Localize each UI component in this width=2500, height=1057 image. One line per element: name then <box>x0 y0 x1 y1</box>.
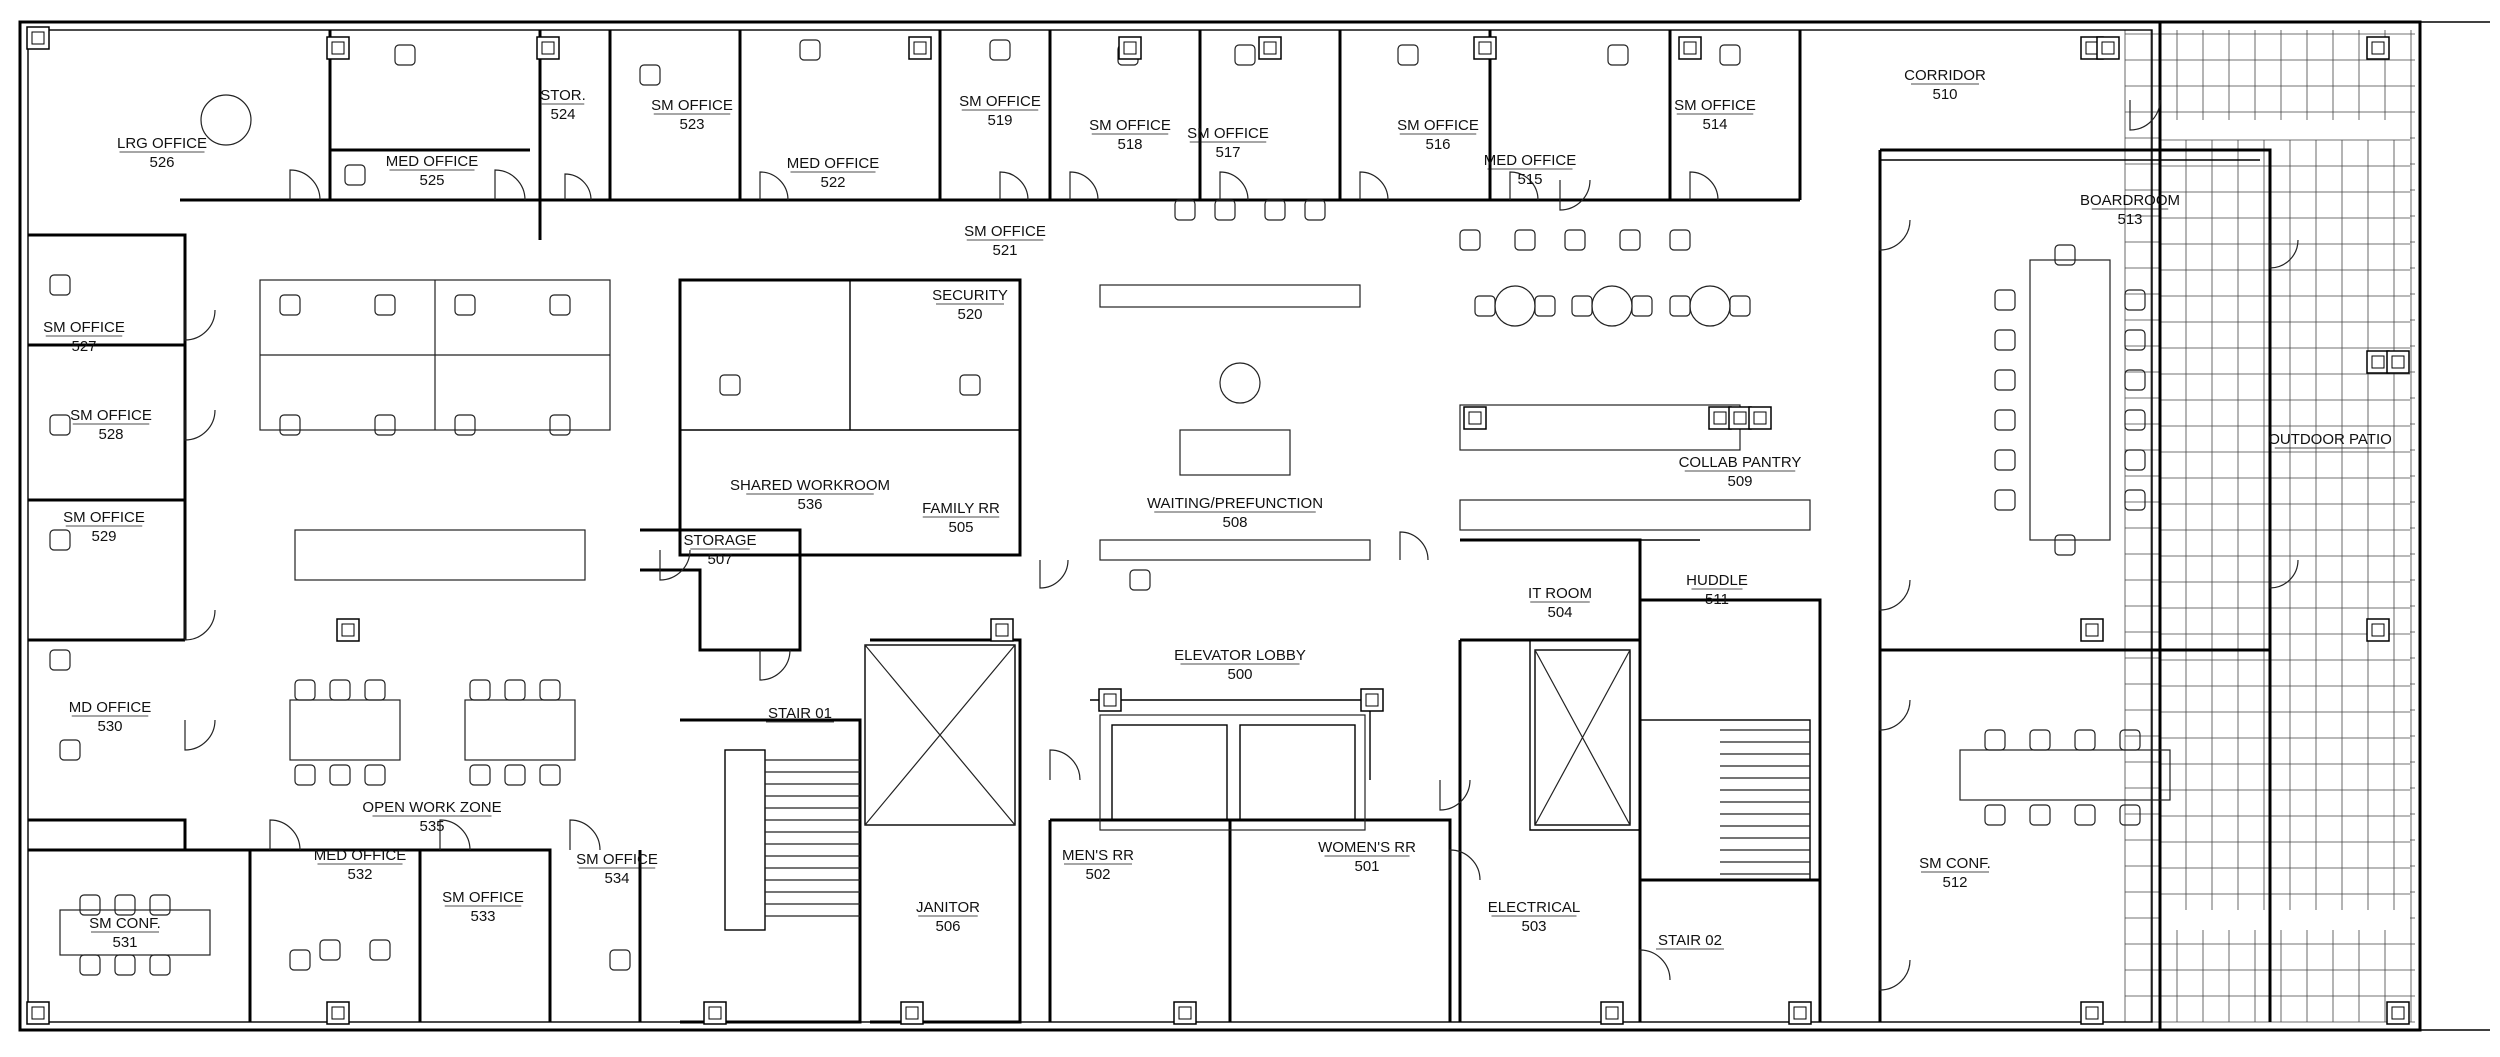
room-name-label: MED OFFICE <box>1484 152 1577 169</box>
door-swings <box>184 99 2299 991</box>
room-name-label: SM OFFICE <box>1089 117 1171 134</box>
room-name-label: MD OFFICE <box>69 699 152 716</box>
room-name-label: SECURITY <box>932 287 1008 304</box>
column-markers <box>26 26 2410 1025</box>
room-name-label: STAIR 02 <box>1658 932 1722 949</box>
room-number-label: 513 <box>2117 211 2142 228</box>
room-name-label: LRG OFFICE <box>117 135 207 152</box>
room-name-label: SM OFFICE <box>70 407 152 424</box>
room-number-label: 509 <box>1727 473 1752 490</box>
room-number-label: 501 <box>1354 858 1379 875</box>
room-name-label: SM OFFICE <box>651 97 733 114</box>
room-number-label: 510 <box>1932 86 1957 103</box>
room-name-label: BOARDROOM <box>2080 192 2180 209</box>
room-number-label: 517 <box>1215 144 1240 161</box>
room-name-label: IT ROOM <box>1528 585 1592 602</box>
room-name-label: STAIR 01 <box>768 705 832 722</box>
room-name-label: SM OFFICE <box>964 223 1046 240</box>
room-name-label: OUTDOOR PATIO <box>2268 431 2392 448</box>
room-name-label: MED OFFICE <box>386 153 479 170</box>
room-number-label: 514 <box>1702 116 1727 133</box>
room-name-label: STORAGE <box>683 532 756 549</box>
chairs <box>49 39 2146 976</box>
exterior-walls <box>18 20 2490 1032</box>
room-name-label: HUDDLE <box>1686 572 1748 589</box>
room-number-label: 519 <box>987 112 1012 129</box>
room-name-label: SM CONF. <box>89 915 161 932</box>
room-number-label: 502 <box>1085 866 1110 883</box>
stair-01-treads <box>724 749 860 931</box>
room-number-label: 523 <box>679 116 704 133</box>
room-name-label: SM OFFICE <box>442 889 524 906</box>
room-name-label: SM OFFICE <box>576 851 658 868</box>
room-number-label: 529 <box>91 528 116 545</box>
room-number-label: 507 <box>707 551 732 568</box>
room-number-label: 536 <box>797 496 822 513</box>
room-name-label: JANITOR <box>916 899 980 916</box>
room-name-label: SHARED WORKROOM <box>730 477 890 494</box>
room-number-label: 528 <box>98 426 123 443</box>
room-name-label: ELECTRICAL <box>1488 899 1581 916</box>
room-name-label: MEN'S RR <box>1062 847 1134 864</box>
room-name-label: OPEN WORK ZONE <box>362 799 501 816</box>
room-number-label: 515 <box>1517 171 1542 188</box>
room-name-label: SM OFFICE <box>959 93 1041 110</box>
room-number-label: 531 <box>112 934 137 951</box>
room-number-label: 518 <box>1117 136 1142 153</box>
room-number-label: 534 <box>604 870 629 887</box>
room-name-label: STOR. <box>540 87 586 104</box>
room-name-label: WAITING/PREFUNCTION <box>1147 495 1323 512</box>
stairs-elevators <box>724 644 1811 931</box>
room-name-label: COLLAB PANTRY <box>1679 454 1802 471</box>
room-number-label: 503 <box>1521 918 1546 935</box>
room-number-label: 511 <box>1705 591 1729 608</box>
room-number-label: 524 <box>550 106 575 123</box>
room-name-label: SM OFFICE <box>63 509 145 526</box>
room-name-label: SM OFFICE <box>1187 125 1269 142</box>
room-name-label: FAMILY RR <box>922 500 1000 517</box>
room-number-label: 504 <box>1547 604 1572 621</box>
room-name-label: CORRIDOR <box>1904 67 1986 84</box>
room-number-label: 500 <box>1227 666 1252 683</box>
room-number-label: 532 <box>347 866 372 883</box>
room-name-label: SM OFFICE <box>1397 117 1479 134</box>
room-number-label: 527 <box>71 338 96 355</box>
room-name-label: MED OFFICE <box>314 847 407 864</box>
room-number-label: 526 <box>149 154 174 171</box>
room-name-label: ELEVATOR LOBBY <box>1174 647 1306 664</box>
room-number-label: 512 <box>1942 874 1967 891</box>
room-number-label: 533 <box>470 908 495 925</box>
room-number-label: 521 <box>992 242 1017 259</box>
interior-walls <box>28 30 2272 1024</box>
patio-paving-grid <box>2124 30 2415 1023</box>
room-number-label: 506 <box>935 918 960 935</box>
room-number-label: 535 <box>419 818 444 835</box>
stair-02-treads <box>1639 719 1811 881</box>
room-name-label: SM CONF. <box>1919 855 1991 872</box>
room-name-label: WOMEN'S RR <box>1318 839 1416 856</box>
room-number-label: 516 <box>1425 136 1450 153</box>
room-number-label: 522 <box>820 174 845 191</box>
room-name-label: SM OFFICE <box>1674 97 1756 114</box>
room-number-label: 530 <box>97 718 122 735</box>
room-number-label: 508 <box>1222 514 1247 531</box>
room-name-label: SM OFFICE <box>43 319 125 336</box>
room-number-label: 505 <box>948 519 973 536</box>
room-name-label: MED OFFICE <box>787 155 880 172</box>
room-number-label: 520 <box>957 306 982 323</box>
room-number-label: 525 <box>419 172 444 189</box>
